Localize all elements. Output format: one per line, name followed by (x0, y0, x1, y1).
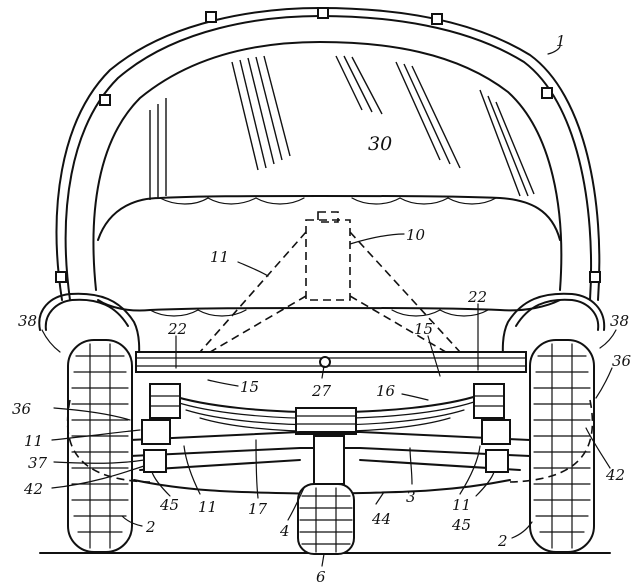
label-6: 6 (316, 568, 326, 586)
label-2-right: 2 (497, 532, 508, 550)
label-37: 37 (28, 454, 48, 472)
label-42-right: 42 (605, 466, 625, 484)
label-27: 27 (311, 382, 332, 400)
rear-window-hatching (149, 55, 535, 200)
label-38-left: 38 (18, 312, 37, 330)
label-22-right: 22 (467, 288, 487, 306)
label-44: 44 (371, 510, 391, 528)
swing-arc-left (66, 399, 151, 483)
label-45-right: 45 (451, 516, 471, 534)
label-36-right: 36 (612, 352, 632, 370)
shell-stud (541, 87, 553, 99)
label-45-left: 45 (159, 496, 179, 514)
shell-stud (55, 271, 67, 283)
body-shell (55, 7, 601, 301)
label-36-left: 36 (12, 400, 32, 418)
fenders (38, 292, 606, 371)
label-3: 3 (406, 488, 416, 506)
label-11-top: 11 (210, 248, 229, 266)
shell-stud (317, 7, 329, 19)
label-11-left: 11 (24, 432, 43, 450)
label-17: 17 (248, 500, 268, 518)
axle (129, 431, 531, 485)
shell-stud (431, 13, 443, 25)
center-wheel (297, 483, 355, 555)
label-38-right: 38 (610, 312, 629, 330)
label-1: 1 (556, 32, 566, 50)
fastener (319, 356, 331, 368)
label-4: 4 (279, 522, 290, 540)
leaf-spring (169, 394, 481, 435)
label-11-bottom-right: 11 (452, 496, 471, 514)
left-wheel (67, 339, 133, 553)
label-2-left: 2 (145, 518, 156, 536)
shell-stud (589, 271, 601, 283)
label-15-right: 15 (414, 320, 433, 338)
swing-arc-right (509, 399, 594, 483)
shell-stud (99, 94, 111, 106)
label-16: 16 (376, 382, 396, 400)
shell-stud (205, 11, 217, 23)
label-11-bottom-left: 11 (198, 498, 217, 516)
label-22-left: 22 (167, 320, 187, 338)
label-30: 30 (368, 133, 392, 155)
left-mechanism (141, 383, 181, 473)
leader-lines (41, 45, 617, 567)
label-10: 10 (406, 226, 426, 244)
engine-dashed-outline (175, 211, 481, 373)
differential-housing (313, 435, 345, 485)
label-42-left: 42 (23, 480, 43, 498)
chassis-frame (135, 351, 527, 373)
label-15-left: 15 (240, 378, 259, 396)
right-wheel (529, 339, 595, 553)
seat-back (97, 195, 561, 317)
right-mechanism (473, 383, 511, 473)
